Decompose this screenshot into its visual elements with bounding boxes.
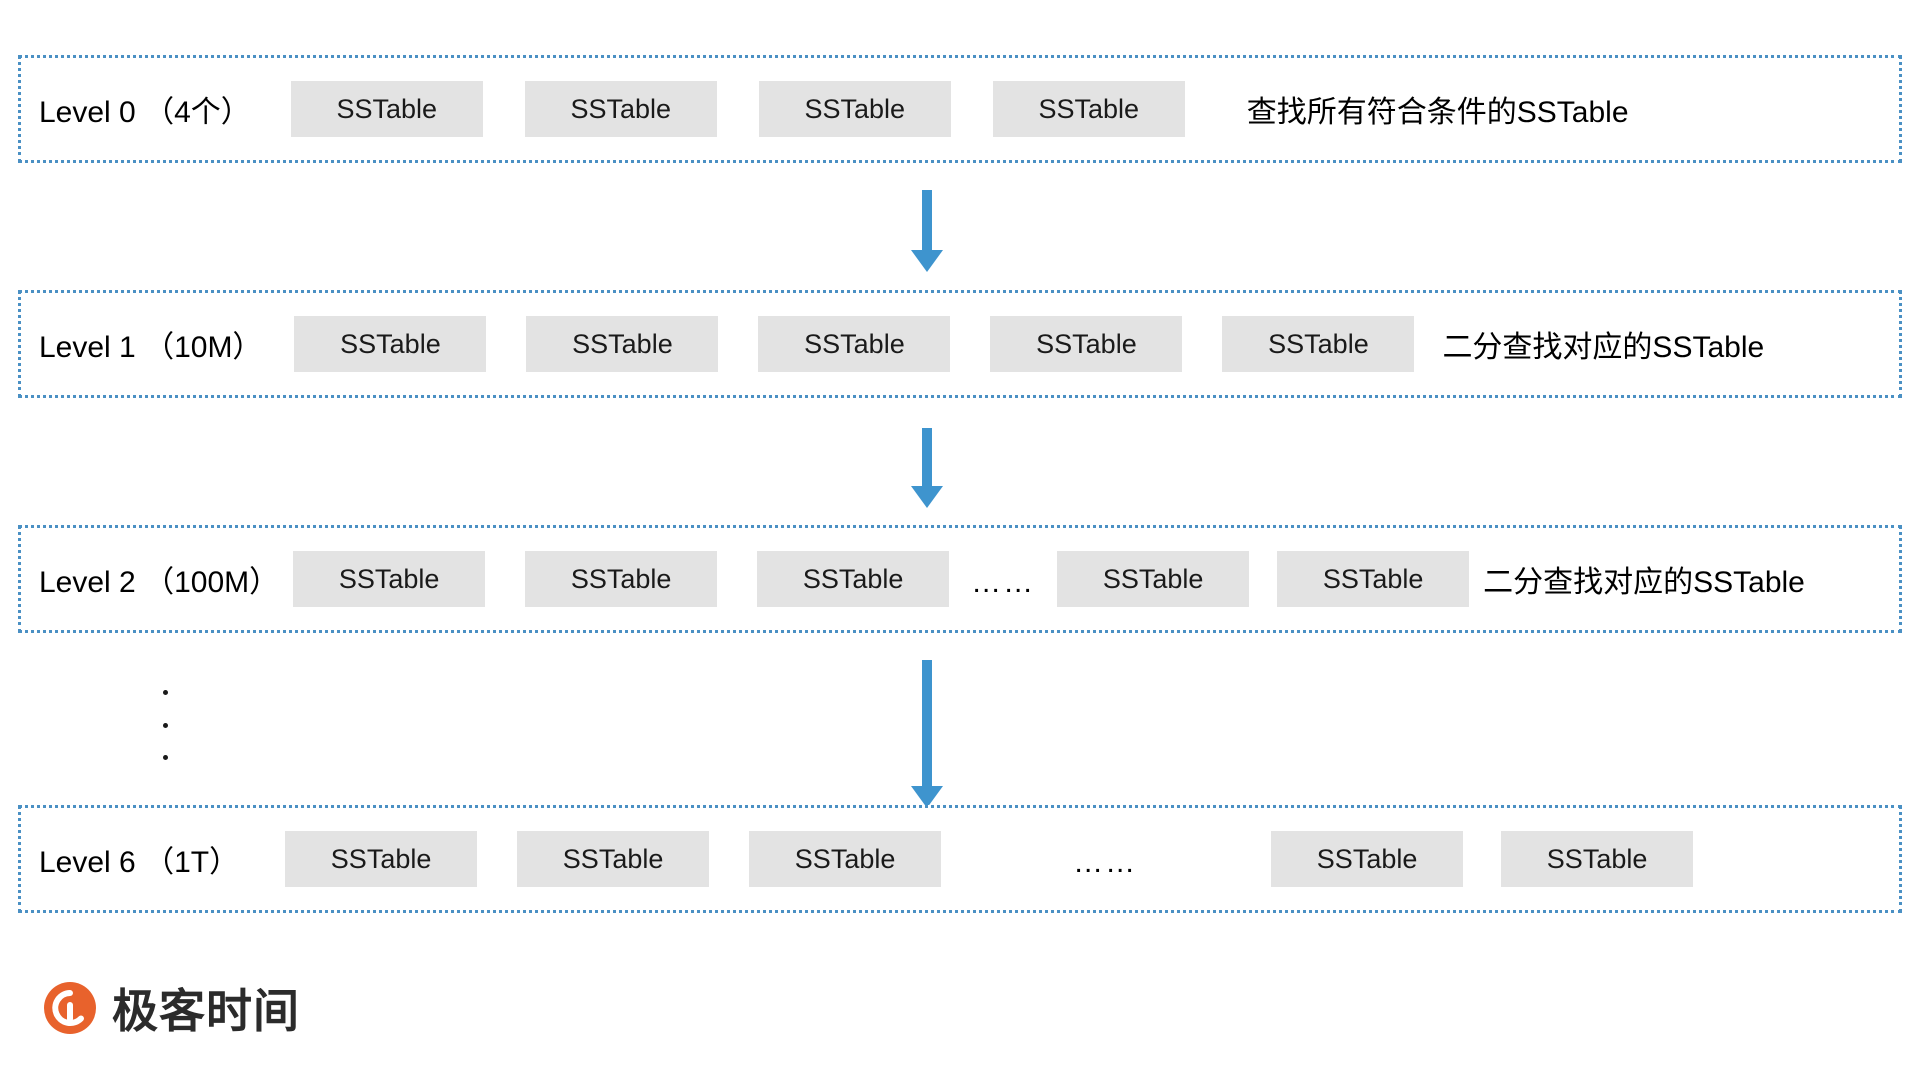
level-6-label: Level 6 （1T） [39, 846, 240, 879]
level-0-annotation: 查找所有符合条件的SSTable [1246, 96, 1629, 129]
sstable-block: SSTable [293, 551, 486, 607]
geekbang-logo: 极客时间 [42, 975, 300, 1041]
sstable-block: SSTable [524, 81, 717, 137]
level-1-annotation: 二分查找对应的SSTable [1442, 331, 1765, 364]
level-6-ellipsis: …… [1073, 846, 1138, 879]
sstable-block: SSTable [758, 81, 951, 137]
levels-omitted-ellipsis-icon [162, 690, 168, 760]
sstable-block: SSTable [525, 551, 718, 607]
geekbang-logo-mark-icon [42, 980, 98, 1036]
sstable-block: SSTable [285, 831, 478, 887]
sstable-block: SSTable [749, 831, 942, 887]
arrow-head-icon [911, 250, 943, 272]
level-band-1: Level 1 （10M） SSTable SSTable SSTable SS… [18, 290, 1902, 398]
sstable-block: SSTable [990, 316, 1183, 372]
sstable-block: SSTable [1501, 831, 1694, 887]
flow-arrow-1-to-2 [911, 428, 943, 508]
sstable-block: SSTable [1277, 551, 1470, 607]
level-band-6: Level 6 （1T） SSTable SSTable SSTable …… … [18, 805, 1902, 913]
level-2-ellipsis: …… [971, 566, 1036, 599]
sstable-block: SSTable [1271, 831, 1464, 887]
sstable-block: SSTable [1057, 551, 1250, 607]
level-band-0: Level 0 （4个） SSTable SSTable SSTable SST… [18, 55, 1902, 163]
flow-arrow-0-to-1 [911, 190, 943, 272]
geekbang-logo-text: 极客时间 [112, 984, 300, 1038]
sstable-block: SSTable [294, 316, 487, 372]
sstable-block: SSTable [992, 81, 1185, 137]
level-2-annotation: 二分查找对应的SSTable [1483, 566, 1805, 599]
sstable-block: SSTable [290, 81, 483, 137]
level-1-label: Level 1 （10M） [39, 331, 263, 364]
sstable-block: SSTable [1222, 316, 1415, 372]
level-2-label: Level 2 （100M） [39, 566, 280, 599]
arrow-head-icon [911, 786, 943, 808]
sstable-block: SSTable [517, 831, 710, 887]
flow-arrow-2-to-6 [911, 660, 943, 808]
level-0-label: Level 0 （4个） [39, 96, 251, 129]
sstable-block: SSTable [526, 316, 719, 372]
sstable-block: SSTable [758, 316, 951, 372]
sstable-block: SSTable [757, 551, 950, 607]
level-band-2: Level 2 （100M） SSTable SSTable SSTable …… [18, 525, 1902, 633]
arrow-head-icon [911, 486, 943, 508]
